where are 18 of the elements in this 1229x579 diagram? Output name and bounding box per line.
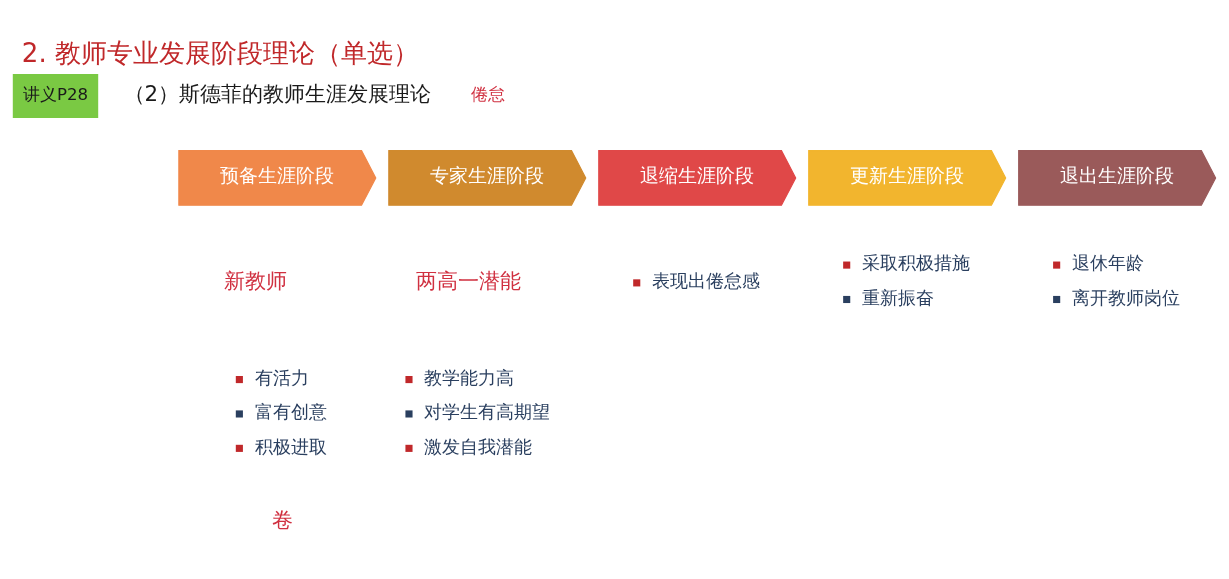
node-label: 富有创意	[254, 400, 327, 422]
node-label: 对学生有高期望	[424, 400, 551, 422]
label: 两高一潜能	[415, 267, 521, 293]
node-label: 有活力	[254, 366, 309, 388]
label: （2）斯德菲的教师生涯发展理论	[123, 80, 432, 106]
label: 卷	[271, 506, 293, 532]
node-label: 教学能力高	[424, 366, 515, 388]
node-label: 采取积极措施	[862, 251, 971, 273]
label: 倦怠	[471, 84, 506, 104]
node-label: 激发自我潜能	[424, 435, 533, 457]
label: 新教师	[224, 267, 288, 293]
node-label: 退休年龄	[1072, 251, 1145, 273]
node-label: 表现出倦怠感	[652, 269, 761, 291]
diagram-title: 2. 教师专业发展阶段理论（单选）	[21, 37, 419, 68]
node-label: 积极进取	[254, 435, 327, 457]
node-label: 离开教师岗位	[1072, 286, 1181, 308]
node-label: 重新振奋	[862, 286, 935, 308]
label: 讲义P28	[22, 84, 89, 104]
